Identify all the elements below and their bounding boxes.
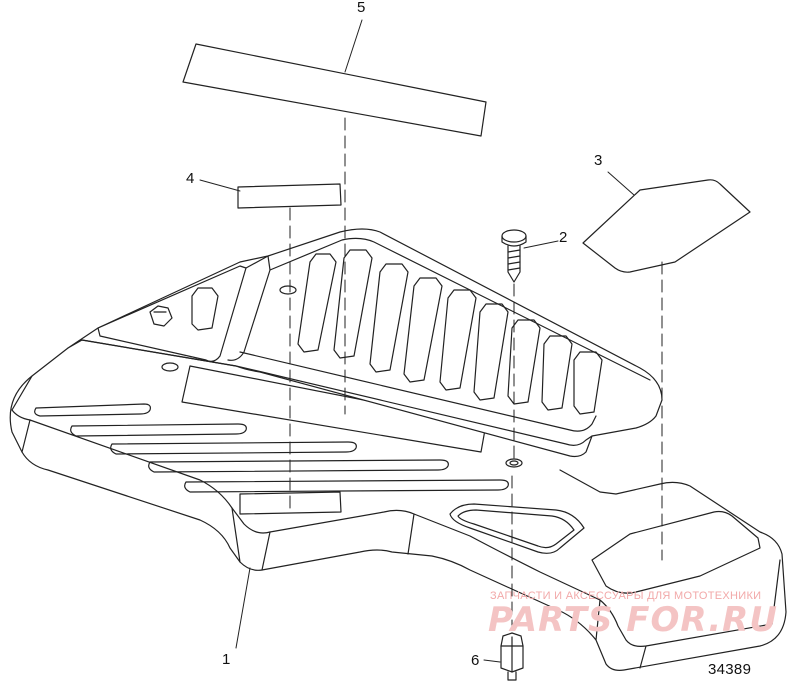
alignment-lines [289,117,663,631]
leader-lines [199,19,635,663]
decal-large-part-5 [182,43,487,137]
watermark-logo: PARTS FOR.RU [488,600,778,640]
standoff-part-6 [500,632,524,681]
watermark-tagline: ЗАПЧАСТИ И АКСЕССУАРЫ ДЛЯ МОТОТЕХНИКИ [490,590,762,602]
callout-4: 4 [186,170,195,187]
ventilation-slots [34,403,509,493]
callout-1: 1 [222,651,231,668]
screw-part-2 [501,229,527,283]
callout-2: 2 [559,229,568,246]
base-plate-part-1 [9,347,787,671]
decal-angled-part-3 [582,179,751,273]
callout-5: 5 [357,0,366,16]
callout-6: 6 [471,652,480,669]
grille-vents [297,249,603,415]
decal-small-part-4 [237,183,342,209]
figure-number: 34389 [708,661,752,678]
callout-3: 3 [594,152,603,169]
